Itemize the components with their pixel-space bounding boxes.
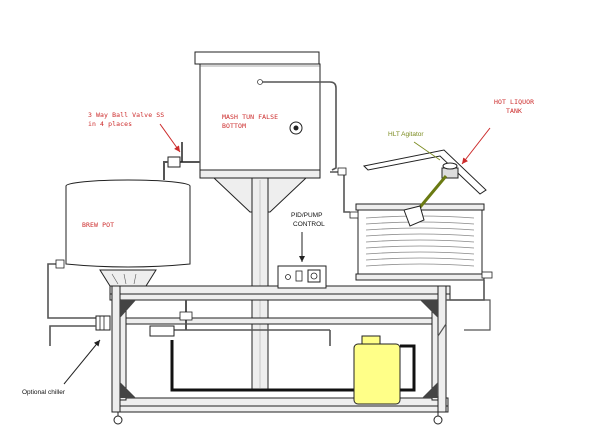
hot-liquor-label-line1: HOT LIQUOR	[494, 98, 535, 106]
ball-valve	[163, 142, 200, 180]
agitator-arrow	[413, 141, 441, 161]
left-plumbing	[47, 259, 111, 346]
mash-tun-label-line2: BOTTOM	[222, 122, 247, 130]
pump	[353, 335, 401, 405]
hot-liquor-tank	[349, 149, 493, 281]
pid-label-line2: CONTROL	[293, 221, 325, 228]
ball-valve-label-line2: in 4 places	[88, 120, 133, 128]
brew-pot	[65, 179, 191, 287]
pid-label-line1: PID/PUMP	[291, 212, 323, 219]
pid-control-box	[277, 265, 327, 289]
hot-liquor-label-line2: TANK	[506, 107, 523, 115]
ball-valve-arrow	[159, 123, 181, 153]
mash-tun-label-line1: MASH TUN FALSE	[222, 113, 279, 121]
pump-loop	[149, 280, 491, 396]
optional-chiller-label: Optional chiller	[22, 389, 65, 396]
center-post	[251, 177, 269, 391]
hlt-agitator-label: HLT Agitator	[388, 131, 424, 138]
hlt-arrow	[461, 127, 491, 165]
hlt-pipe	[330, 171, 350, 213]
ball-valve-label-line1: 3 Way Ball Valve SS	[88, 111, 165, 119]
chiller-arrow	[63, 339, 101, 385]
brew-pot-label: BREW POT	[82, 221, 115, 229]
